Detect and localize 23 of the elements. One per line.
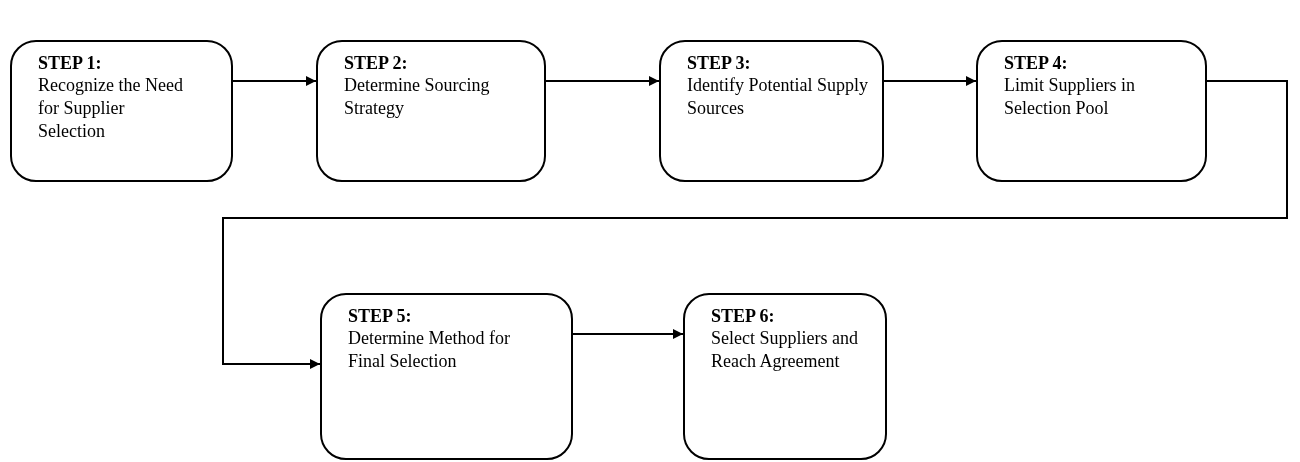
step-description: Determine Method for Final Selection bbox=[348, 327, 511, 373]
arrow bbox=[232, 76, 317, 86]
step-description: Recognize the Need for Supplier Selection bbox=[38, 74, 184, 143]
process-box bbox=[683, 293, 887, 460]
step-description: Determine Sourcing Strategy bbox=[344, 74, 491, 120]
process-box bbox=[320, 293, 573, 460]
arrow bbox=[222, 80, 1288, 369]
step-description: Select Suppliers and Reach Agreement bbox=[711, 327, 859, 373]
step-description: Identify Potential Supply Sources bbox=[687, 74, 869, 120]
arrow bbox=[572, 329, 684, 339]
process-box bbox=[976, 40, 1207, 182]
step-heading: STEP 4: bbox=[1004, 52, 1068, 74]
arrow bbox=[883, 76, 977, 86]
arrow bbox=[545, 76, 660, 86]
process-box bbox=[659, 40, 884, 182]
process-box bbox=[316, 40, 546, 182]
process-box bbox=[10, 40, 233, 182]
step-heading: STEP 1: bbox=[38, 52, 102, 74]
step-heading: STEP 6: bbox=[711, 305, 775, 327]
step-heading: STEP 5: bbox=[348, 305, 412, 327]
step-heading: STEP 2: bbox=[344, 52, 408, 74]
step-heading: STEP 3: bbox=[687, 52, 751, 74]
step-description: Limit Suppliers in Selection Pool bbox=[1004, 74, 1136, 120]
